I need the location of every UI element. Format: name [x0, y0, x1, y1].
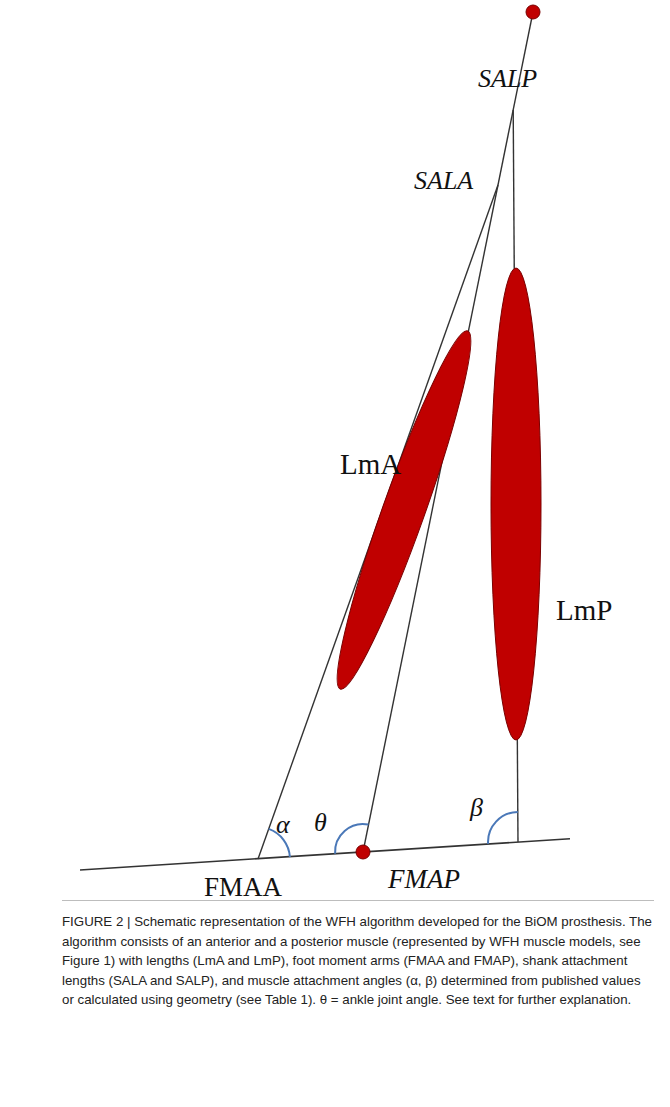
ankle-joint-dot — [356, 845, 370, 859]
angle-label: β — [470, 795, 483, 821]
moment-arm-label: FMAP — [388, 866, 460, 893]
posterior-muscle — [491, 268, 541, 740]
muscle-length-label: LmP — [556, 596, 612, 625]
angle-label: θ — [314, 810, 327, 836]
figure-caption: FIGURE 2 | Schematic representation of t… — [62, 912, 654, 1010]
caption-rule — [62, 900, 654, 901]
shank-length-label: SALP — [478, 66, 537, 92]
beta-arc — [488, 812, 518, 844]
anterior-line — [258, 185, 498, 859]
shank-length-label: SALA — [414, 168, 473, 194]
moment-arm-label: FMAA — [204, 874, 282, 901]
muscle-length-label: LmA — [340, 450, 401, 479]
anterior-muscle — [320, 324, 487, 696]
ground-line — [80, 839, 570, 870]
top-joint-dot — [526, 5, 540, 19]
angle-label: α — [276, 812, 290, 838]
